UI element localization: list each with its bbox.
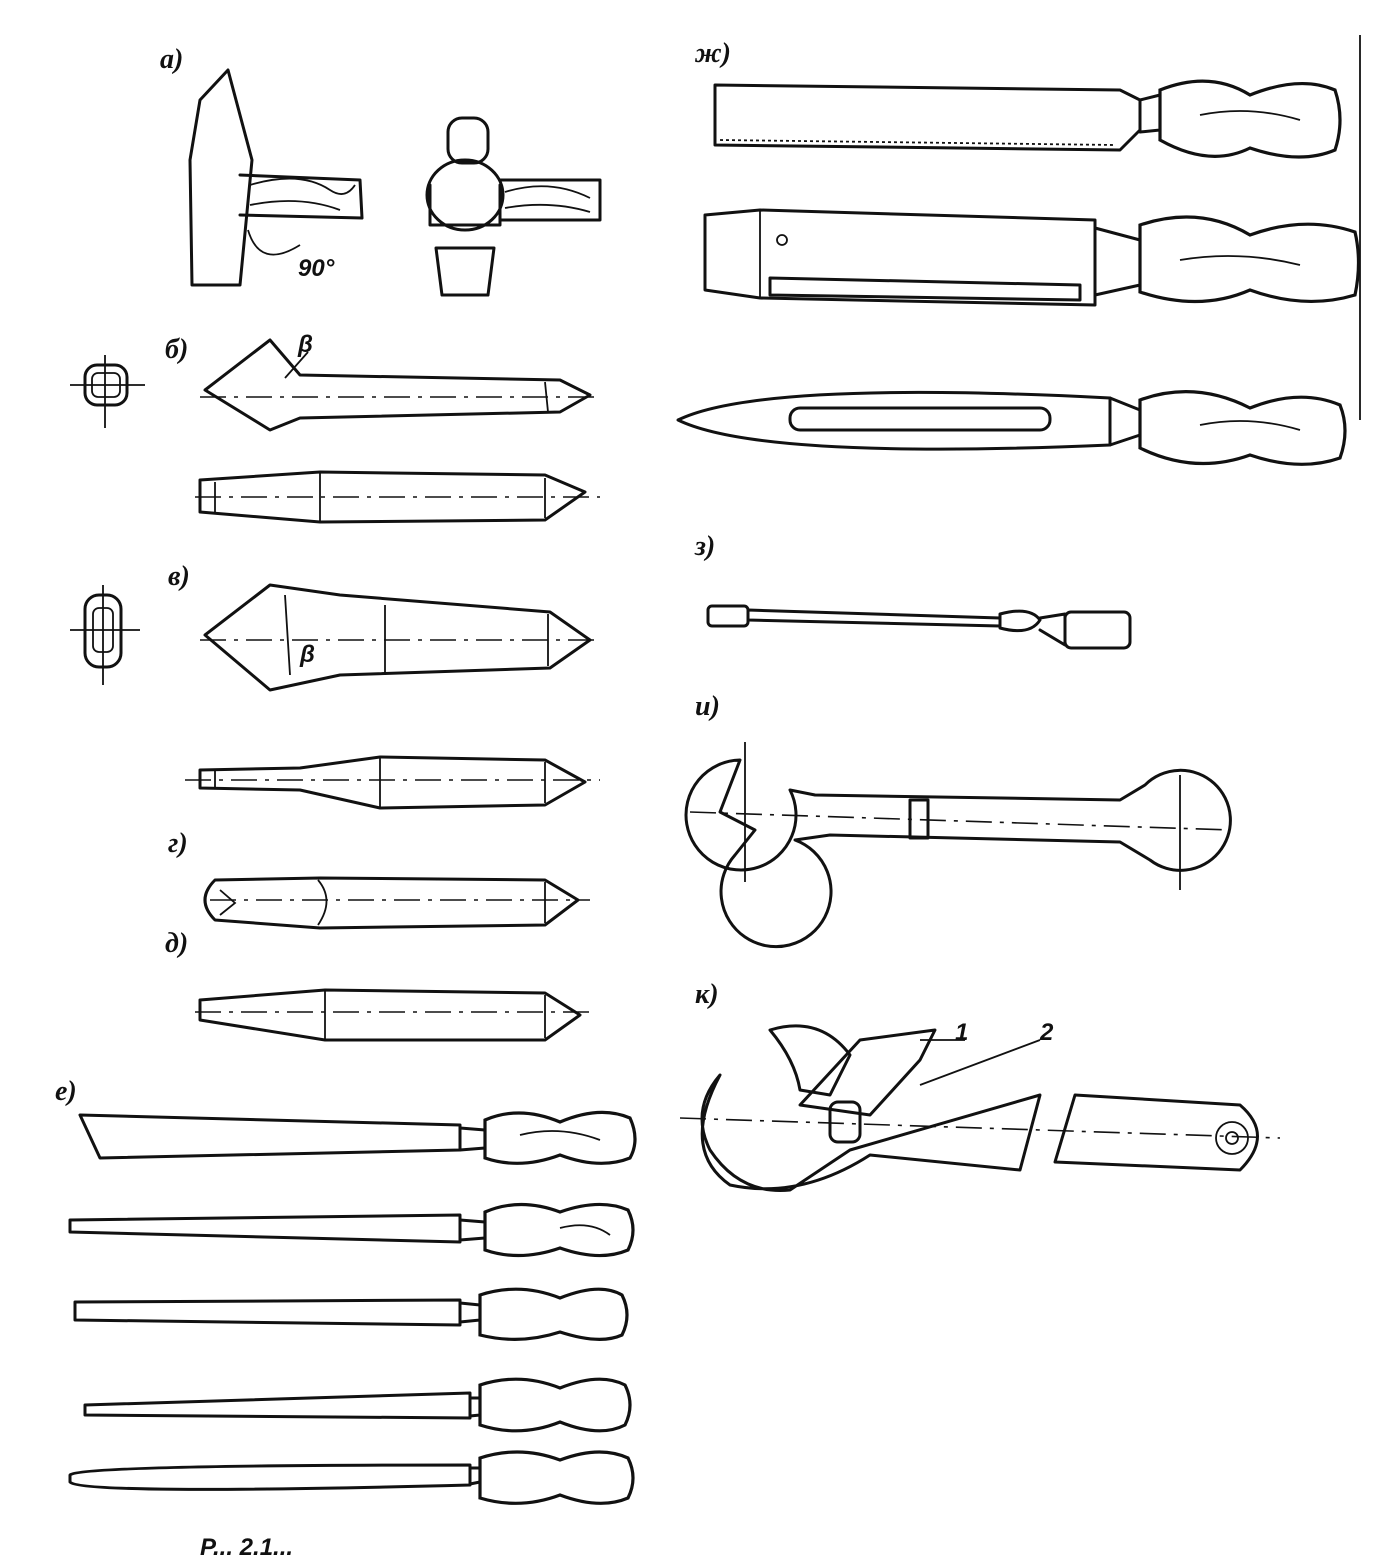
pointed-scraper xyxy=(676,390,1347,466)
flat-file xyxy=(78,1110,637,1165)
chisel-crosssection xyxy=(70,355,145,428)
label-k: к) xyxy=(695,979,719,1010)
label-z: з) xyxy=(694,531,715,562)
beta-label-crosscut: β xyxy=(299,641,315,668)
chisel-top-view: β xyxy=(200,331,600,432)
label-zh: ж) xyxy=(694,38,731,69)
punch-group: д) xyxy=(165,928,590,1042)
chisel-group: б) β xyxy=(70,331,600,524)
round-file xyxy=(68,1450,635,1505)
screwdriver-group: з) xyxy=(694,531,1132,650)
crosscut-side-view xyxy=(185,755,600,810)
half-round-file xyxy=(68,1202,635,1258)
hammer-side-view: 90° xyxy=(188,68,364,287)
hammer-front-view xyxy=(425,116,602,297)
crosscut-top-view: β xyxy=(200,583,600,692)
scrapers-group: ж) xyxy=(676,38,1361,466)
adjustable-wrench-group: к) 1 2 xyxy=(679,979,1281,1192)
files-group: е) Р... 2.1... xyxy=(55,1076,637,1559)
label-i: и) xyxy=(695,691,720,722)
label-d: д) xyxy=(165,928,188,959)
crosscut-crosssection xyxy=(70,585,140,685)
hammer-group: а) 90° xyxy=(160,44,602,297)
label-g: г) xyxy=(168,828,188,859)
label-v: в) xyxy=(168,561,190,592)
beta-label-top: β xyxy=(297,331,313,358)
label-b: б) xyxy=(165,334,188,365)
groove-chisel-group: г) xyxy=(168,828,590,930)
flat-scraper xyxy=(713,79,1342,159)
label-a: а) xyxy=(160,44,183,75)
callout-2: 2 xyxy=(1039,1019,1054,1046)
callout-1: 1 xyxy=(955,1019,968,1046)
label-e: е) xyxy=(55,1076,77,1107)
triangular-file xyxy=(73,1287,629,1341)
caption-fragment: Р... 2.1... xyxy=(200,1534,293,1559)
crosscut-chisel-group: в) β xyxy=(70,561,600,810)
triangular-scraper xyxy=(703,208,1361,307)
square-file xyxy=(83,1377,632,1433)
angle-annotation: 90° xyxy=(298,255,335,282)
chisel-side-view xyxy=(195,470,600,524)
wrench-group: и) xyxy=(684,691,1232,949)
